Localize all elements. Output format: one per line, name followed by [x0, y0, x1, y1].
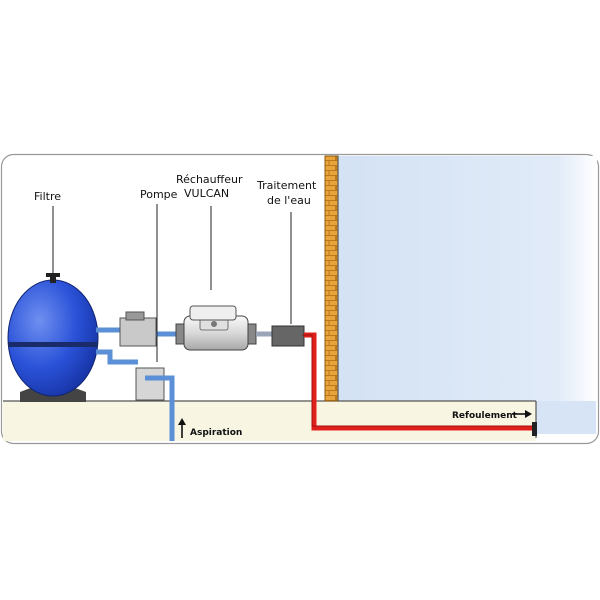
label-refoulement: Refoulement [452, 411, 518, 421]
pump-motor [135, 367, 165, 401]
treatment-unit [271, 325, 305, 347]
pipe-aspiration [145, 375, 175, 441]
label-traitement-1: Traitement [256, 179, 317, 192]
pool-water [338, 156, 597, 401]
label-pompe: Pompe [140, 188, 178, 201]
label-traitement-2: de l'eau [267, 194, 311, 207]
aspiration-arrow-icon [178, 418, 186, 438]
pool-wall [324, 155, 339, 402]
label-rechauffeur-2: VULCAN [184, 187, 229, 200]
pipe-filter-pump-lower [96, 349, 138, 365]
ground [3, 401, 536, 441]
heater-vulcan [175, 305, 257, 351]
pool-water-bottom [536, 401, 596, 434]
filter-tank [7, 279, 99, 397]
refoulement-arrow-icon [512, 410, 532, 418]
label-aspiration: Aspiration [190, 428, 242, 438]
filter-valve [50, 275, 56, 283]
label-filtre: Filtre [34, 190, 61, 203]
return-nozzle [532, 422, 537, 436]
pump-body [119, 317, 157, 347]
label-rechauffeur-1: Réchauffeur [176, 173, 243, 186]
